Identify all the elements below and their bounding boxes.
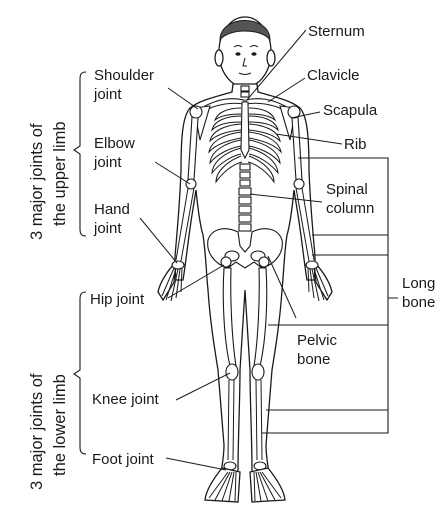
- hand-joint-leader: [140, 218, 177, 263]
- elbow-joint-label: Elbow joint: [93, 135, 139, 171]
- right-wrist-joint: [306, 261, 318, 269]
- sternum: [241, 102, 249, 158]
- neck-vertebra: [241, 86, 249, 91]
- right-ear: [267, 50, 275, 66]
- lower-limb-label: 3 major joints of the lower limb: [28, 369, 69, 490]
- upper-limb-label: 3 major joints of the upper limb: [28, 119, 69, 240]
- knee-joint-label: Knee joint: [92, 391, 160, 408]
- left-elbow-joint: [186, 179, 196, 189]
- clavicle-label: Clavicle: [307, 67, 360, 84]
- hip-joint-label: Hip joint: [90, 291, 145, 308]
- left-knee-joint: [226, 364, 238, 380]
- left-eye: [235, 52, 240, 56]
- right-elbow-joint: [294, 179, 304, 189]
- sternum-label: Sternum: [308, 23, 365, 40]
- right-hip-joint: [259, 257, 269, 267]
- right-knee-joint: [252, 364, 264, 380]
- right-eye: [251, 52, 256, 56]
- lower-limb-bracket: [74, 292, 86, 454]
- foot-joint-leader: [166, 458, 226, 470]
- foot-joint-label: Foot joint: [92, 451, 155, 468]
- spinal-column-label: Spinal column: [326, 181, 374, 217]
- shoulder-joint-label: Shoulder joint: [93, 67, 158, 103]
- long-bone-label: Long bone: [402, 275, 440, 311]
- left-wrist-joint: [172, 261, 184, 269]
- scapula-label: Scapula: [323, 102, 378, 119]
- pelvic-bone-label: Pelvic bone: [297, 332, 341, 368]
- shoulder-joint-leader: [168, 88, 198, 109]
- hand-joint-label: Hand joint: [93, 201, 134, 237]
- left-ear: [215, 50, 223, 66]
- rib-label: Rib: [344, 136, 367, 153]
- clavicle-leader: [268, 78, 305, 102]
- neck-vertebra: [241, 92, 249, 97]
- upper-limb-bracket: [74, 72, 86, 236]
- spinal-column: [239, 164, 251, 231]
- feet: [205, 468, 285, 502]
